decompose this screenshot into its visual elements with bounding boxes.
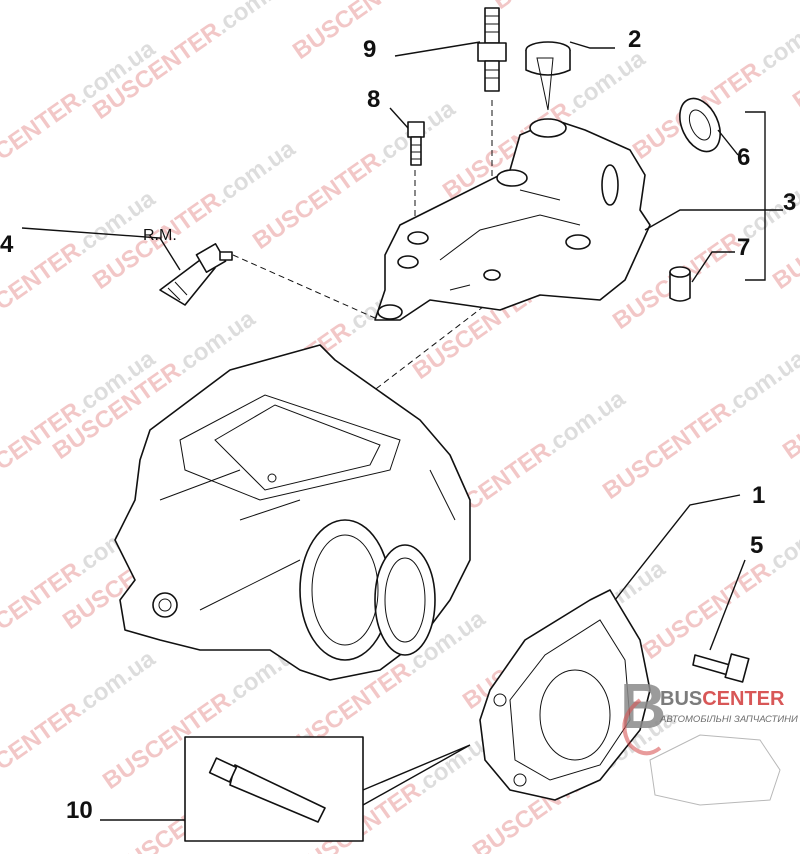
watermark-text: BUSCENTER.com.ua	[598, 345, 800, 505]
part-3-housing	[374, 118, 651, 321]
buscenter-logo: B BUSCENTER АВТОМОБІЛЬНІ ЗАПЧАСТИНИ	[620, 670, 798, 806]
part-2-cap	[525, 41, 571, 111]
watermark-text: BUSCENTER.com.ua	[0, 35, 161, 195]
logo-wordmark: BUSCENTER	[660, 688, 785, 710]
watermark-text: BUSCENTER.com.ua	[288, 0, 501, 65]
leader-lines	[21, 41, 783, 821]
watermark-text: BUSCENTER.com.ua	[488, 0, 701, 15]
part-4-sensor	[159, 243, 233, 306]
gearbox-housing	[114, 344, 471, 681]
part-6-seal	[679, 97, 721, 153]
callout-9: 9	[363, 36, 376, 63]
part-1-cover	[479, 589, 651, 801]
callout-6: 6	[737, 144, 750, 171]
callout-8: 8	[367, 86, 380, 113]
watermark-text: BUSCENTER.com.ua	[638, 505, 800, 665]
part-10-sealant	[184, 736, 364, 842]
part-7-sleeve	[669, 266, 691, 302]
watermark-text: BUSCENTER.com.ua	[0, 645, 161, 805]
part-9-bleed-screw	[477, 7, 507, 92]
logo-tagline: АВТОМОБІЛЬНІ ЗАПЧАСТИНИ	[659, 714, 798, 725]
logo-b-mark: B	[620, 670, 666, 742]
part-8-bolt	[407, 121, 425, 166]
callout-3: 3	[783, 189, 796, 216]
callout-1: 1	[752, 482, 765, 509]
callout-10: 10	[66, 797, 93, 824]
callout-labels: 2 9 8 6 3 4 R.M. 7 1 5 10	[0, 26, 796, 824]
callout-2: 2	[628, 26, 641, 53]
callout-4: 4	[0, 231, 14, 258]
rm-label: R.M.	[143, 227, 177, 244]
part-5-bolt	[692, 653, 750, 683]
callout-7: 7	[737, 234, 750, 261]
callout-5: 5	[750, 532, 763, 559]
